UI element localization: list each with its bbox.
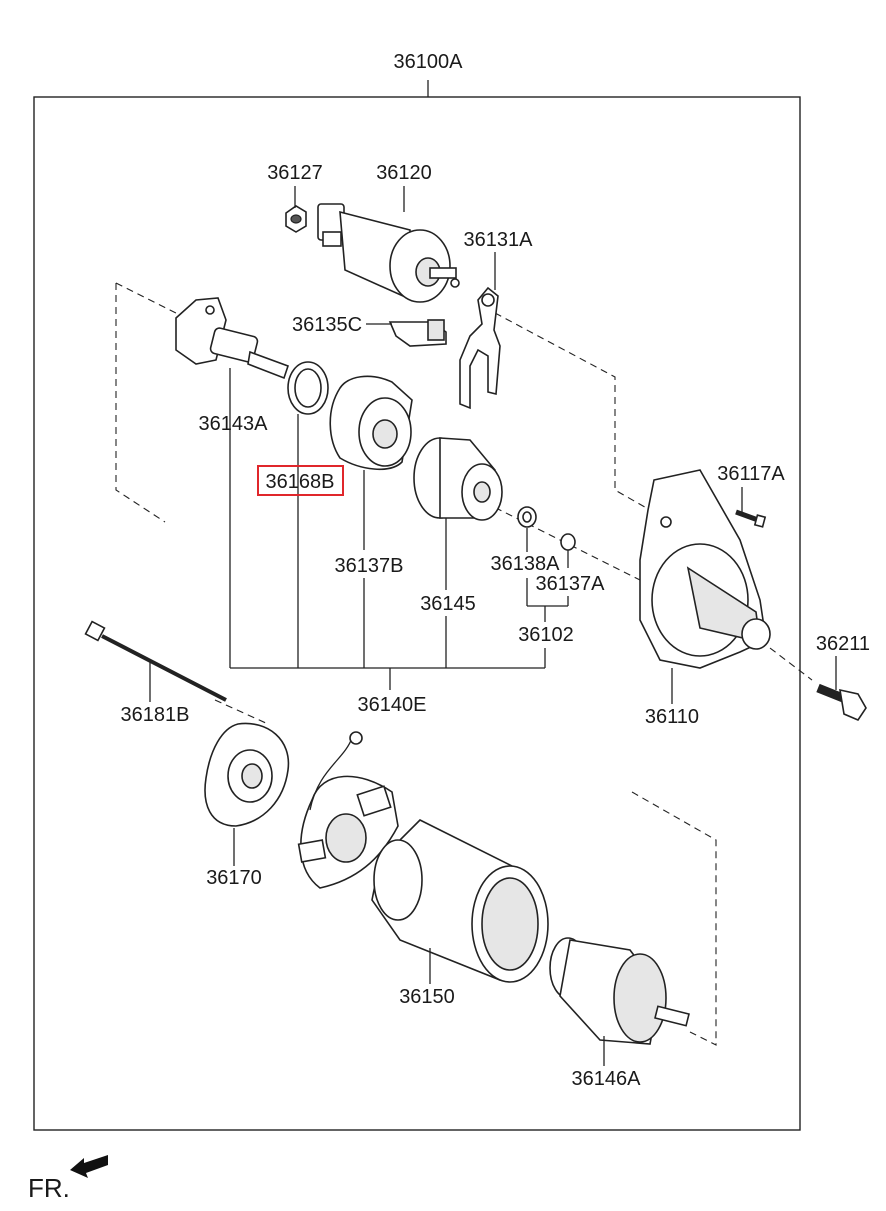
label-36140E[interactable]: 36140E <box>358 694 427 716</box>
shaft-36143A[interactable] <box>175 297 290 380</box>
label-36138A[interactable]: 36138A <box>491 553 561 575</box>
label-36145[interactable]: 36145 <box>420 593 476 615</box>
label-36110[interactable]: 36110 <box>645 706 699 728</box>
solenoid-36120[interactable] <box>317 203 460 303</box>
end-plate-36170[interactable] <box>204 722 290 827</box>
bolt-36211[interactable] <box>816 683 867 721</box>
label-assembly: 36100A <box>394 51 464 73</box>
brush-holder[interactable] <box>297 731 399 889</box>
washer-36168B[interactable] <box>287 361 329 415</box>
label-36137B[interactable]: 36137B <box>335 555 404 577</box>
ring-36137A[interactable] <box>560 533 576 551</box>
front-arrow-icon <box>70 1155 108 1178</box>
label-36146A[interactable]: 36146A <box>572 1068 642 1090</box>
yoke-36150[interactable] <box>371 819 549 983</box>
through-bolt-36181B[interactable] <box>84 620 227 702</box>
label-36131A[interactable]: 36131A <box>464 229 534 251</box>
label-36135C[interactable]: 36135C <box>292 314 362 336</box>
label-36168B[interactable]: 36168B <box>266 471 335 493</box>
label-36211[interactable]: 36211 <box>816 633 870 655</box>
clutch-36137B[interactable] <box>329 375 413 471</box>
housing-36110[interactable] <box>639 469 771 669</box>
label-36181B[interactable]: 36181B <box>121 704 190 726</box>
label-36117A[interactable]: 36117A <box>717 463 785 485</box>
ring-36138A[interactable] <box>517 506 537 528</box>
bolt-36117A[interactable] <box>735 509 767 528</box>
label-36150[interactable]: 36150 <box>399 986 455 1008</box>
leader-lines <box>149 186 837 1066</box>
label-36120[interactable]: 36120 <box>376 162 432 184</box>
label-36127[interactable]: 36127 <box>267 162 323 184</box>
assembly-frame <box>33 96 801 1131</box>
front-direction-marker: FR. <box>28 1155 108 1203</box>
label-36137A[interactable]: 36137A <box>536 573 606 595</box>
pinion-36145[interactable] <box>413 437 503 521</box>
highlight-box <box>257 465 344 496</box>
front-label: FR. <box>28 1173 70 1203</box>
armature-36146A[interactable] <box>549 937 690 1045</box>
lever-fork-36131A[interactable] <box>459 286 501 410</box>
label-36102[interactable]: 36102 <box>518 624 574 646</box>
label-36170[interactable]: 36170 <box>206 867 262 889</box>
plate-36135C[interactable] <box>388 319 447 347</box>
label-36143A[interactable]: 36143A <box>199 413 269 435</box>
nut-36127[interactable] <box>285 205 307 233</box>
